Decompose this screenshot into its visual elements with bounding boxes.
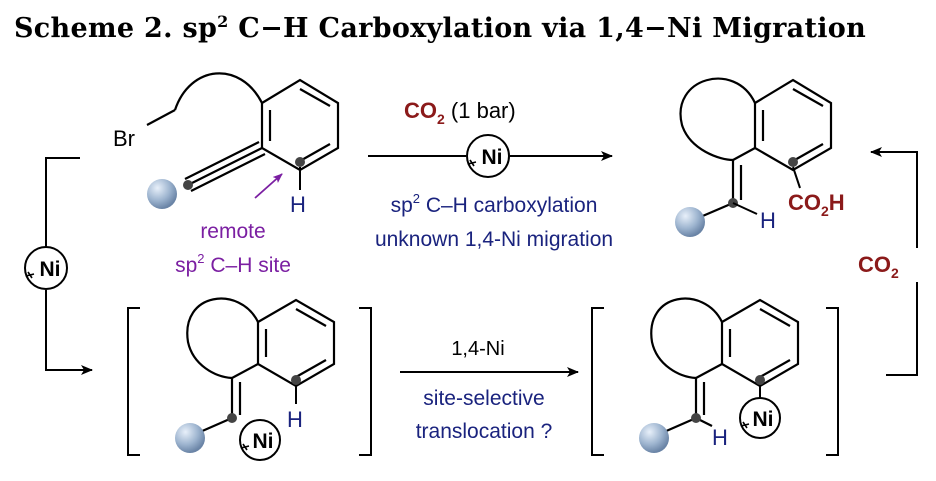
product-h-bond bbox=[732, 202, 758, 215]
product bbox=[679, 77, 833, 220]
product-ball bbox=[675, 207, 705, 237]
int2-ni: Ni bbox=[739, 397, 781, 439]
remote-label: remote bbox=[200, 220, 265, 243]
intermediate-2 bbox=[650, 297, 800, 434]
bottom-line1: site-selective bbox=[423, 387, 544, 410]
top-line2: unknown 1,4-Ni migration bbox=[375, 228, 613, 251]
int2-dot bbox=[691, 413, 701, 423]
bracket-left-1 bbox=[127, 307, 140, 456]
title-sup: 2 bbox=[217, 12, 229, 31]
int2-ball bbox=[639, 423, 669, 453]
bracket-right-1 bbox=[359, 307, 372, 456]
int1-ni: Ni bbox=[239, 419, 281, 461]
product-site-dot bbox=[788, 157, 798, 167]
title-pre: Scheme 2. sp bbox=[14, 13, 218, 44]
int1-site-dot bbox=[291, 375, 301, 385]
int1-h-label: H bbox=[287, 407, 303, 432]
int1-ball bbox=[175, 423, 205, 453]
int2-h-label: H bbox=[712, 425, 728, 450]
scheme-title: Scheme 2. sp2 C−H Carboxylation via 1,4−… bbox=[14, 12, 866, 44]
remote-site-label: sp2 C–H site bbox=[175, 251, 291, 277]
svg-text:Ni: Ni bbox=[40, 258, 61, 281]
substituent-ball bbox=[147, 179, 177, 209]
product-cooh-bond bbox=[792, 166, 801, 189]
svg-text:Ni: Ni bbox=[482, 146, 503, 169]
bracket-right-2 bbox=[826, 307, 839, 456]
remote-arrow bbox=[254, 173, 283, 199]
intermediate-1 bbox=[186, 297, 336, 434]
co2-reagent: CO2 (1 bar) bbox=[404, 98, 516, 127]
bromine-label: Br bbox=[113, 126, 135, 151]
site-dot bbox=[295, 157, 305, 167]
svg-text:Ni: Ni bbox=[753, 408, 774, 431]
right-cycle-gap bbox=[858, 248, 918, 282]
svg-text:Ni: Ni bbox=[253, 430, 274, 453]
left-cycle-bottom bbox=[45, 290, 93, 375]
start-material bbox=[146, 72, 340, 192]
top-line1: sp2 C–H carboxylation bbox=[391, 191, 598, 217]
left-ni-catalyst: Ni bbox=[24, 246, 68, 290]
int2-site-dot bbox=[755, 375, 765, 385]
bottom-label: 1,4-Ni bbox=[451, 338, 504, 360]
right-co2-label: CO2 bbox=[858, 252, 899, 281]
title-post: C−H Carboxylation via 1,4−Ni Migration bbox=[228, 13, 867, 44]
sm-h-label: H bbox=[290, 192, 306, 217]
co2h-label: CO2H bbox=[788, 190, 845, 219]
left-cycle-top bbox=[45, 157, 80, 250]
int1-dot bbox=[227, 413, 237, 423]
bottom-line2: translocation ? bbox=[416, 420, 553, 443]
alkyne-dot bbox=[183, 180, 193, 190]
product-h-label: H bbox=[760, 208, 776, 233]
bracket-left-2 bbox=[591, 307, 604, 456]
top-ni-catalyst: Ni bbox=[466, 134, 510, 178]
